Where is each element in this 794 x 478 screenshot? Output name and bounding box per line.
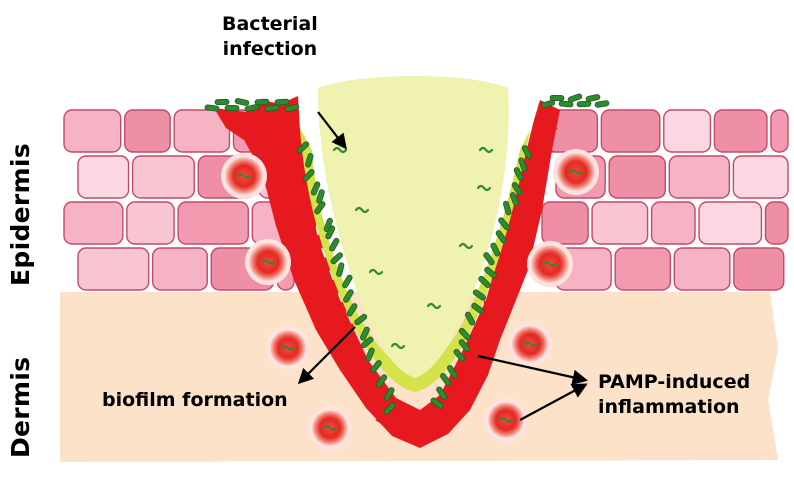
bacterium-icon (235, 98, 250, 106)
bacterium-icon (215, 99, 229, 105)
epidermis-cell (771, 110, 788, 152)
epidermis-cell (127, 202, 174, 244)
immune-cell-icon (527, 241, 573, 287)
bacterium-icon (595, 100, 610, 107)
bacterial-infection-label: Bacterial infection (222, 12, 318, 62)
bacterium-icon (336, 262, 345, 277)
epidermis-cell (615, 248, 670, 290)
epidermis-cell (178, 202, 248, 244)
epidermis-cell (78, 156, 129, 198)
epidermis-cell (609, 156, 665, 198)
biofilm-formation-label: biofilm formation (102, 388, 288, 413)
epidermis-cell (592, 202, 648, 244)
epidermis-cell (714, 110, 767, 152)
epidermis-cell (125, 110, 170, 152)
epidermis-cell (733, 156, 788, 198)
epidermis-cell (664, 110, 711, 152)
immune-cell-icon (221, 153, 267, 199)
epidermis-cell (699, 202, 761, 244)
bacterium-icon (225, 105, 239, 111)
pamp-inflammation-label: PAMP-induced inflammation (598, 370, 750, 420)
bacterium-icon (550, 95, 564, 101)
epidermis-cell (765, 202, 788, 244)
epidermis-label: Epidermis (6, 143, 35, 286)
epidermis-cell (542, 202, 588, 244)
epidermis-cell (652, 202, 695, 244)
immune-cell-icon (308, 406, 352, 450)
bacterium-icon (275, 99, 289, 105)
epidermis-cell (601, 110, 659, 152)
epidermis-cell (669, 156, 729, 198)
epidermis-cell (674, 248, 730, 290)
bacterium-icon (255, 99, 269, 105)
epidermis-cell (133, 156, 195, 198)
dermis-label: Dermis (6, 357, 35, 458)
epidermis-cell (64, 110, 121, 152)
epidermis-cell (734, 248, 784, 290)
epidermis-cell (64, 202, 123, 244)
epidermis-cell (78, 248, 149, 290)
epidermis-cell (153, 248, 208, 290)
immune-cell-icon (266, 326, 310, 370)
immune-cell-icon (508, 322, 552, 366)
immune-cell-icon (553, 149, 599, 195)
bacterium-icon (341, 274, 353, 289)
immune-cell-icon (245, 239, 291, 285)
bacterium-icon (329, 237, 340, 252)
bacterium-icon (586, 94, 601, 102)
